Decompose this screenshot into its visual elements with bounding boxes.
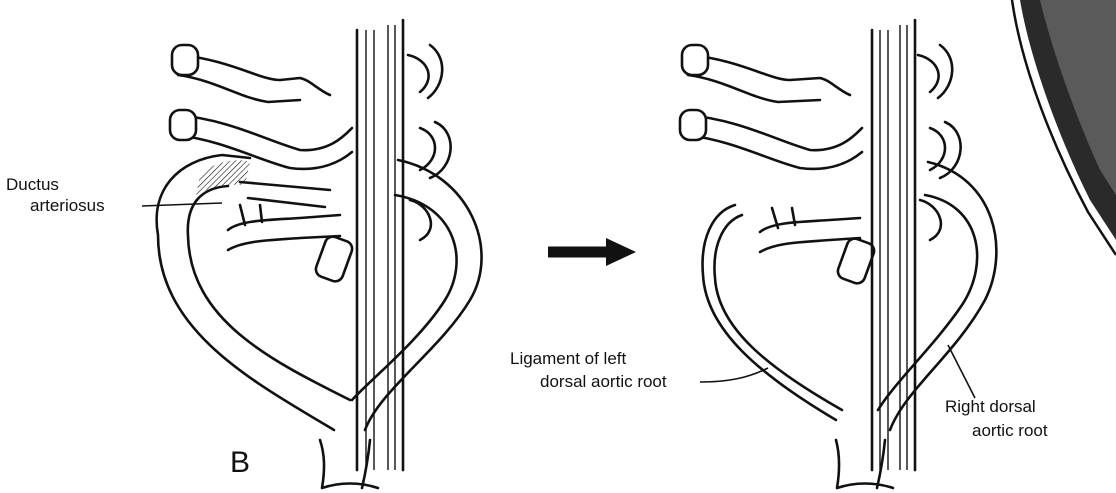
arrowhead: [606, 238, 636, 266]
ductus-label-line1: Ductus: [6, 175, 59, 194]
mid-arch-stub-b: [680, 110, 706, 140]
ligament-label: Ligament of left dorsal aortic root: [510, 349, 768, 391]
right-branches-b: [918, 45, 961, 240]
upper-arch-artery-b: [688, 55, 850, 102]
mid-arch-artery: [176, 115, 352, 169]
central-tube-b: [872, 20, 915, 470]
ductus-channel: [240, 182, 330, 207]
ductus-label: Ductus arteriosus: [6, 175, 222, 215]
ductus-leader-line: [142, 203, 222, 206]
pulmonary-branch-b: [760, 208, 860, 252]
ductus-hatch: [196, 160, 250, 196]
mid-arch-artery-b: [686, 115, 862, 169]
truncus-stub-b: [836, 236, 877, 285]
right-root-label: Right dorsal aortic root: [945, 345, 1048, 440]
panel-letter-b: B: [230, 446, 250, 479]
panel-left: [157, 20, 482, 488]
ligament-label-line1: Ligament of left: [510, 349, 627, 368]
transition-arrow: [548, 238, 636, 266]
right-branches: [408, 45, 451, 240]
right-root-label-line1: Right dorsal: [945, 397, 1036, 416]
upper-arch-stub-b: [682, 45, 708, 75]
upper-arch-artery: [178, 55, 330, 102]
bottom-trunk: [320, 440, 378, 488]
right-root-leader-line: [948, 345, 975, 398]
upper-arch-stub: [172, 45, 198, 75]
pulmonary-branch: [228, 205, 340, 250]
right-dorsal-aortic-root: [352, 160, 482, 430]
ductus-label-line2: arteriosus: [30, 196, 105, 215]
ligament-label-line2: dorsal aortic root: [540, 372, 667, 391]
mid-arch-stub: [170, 110, 196, 140]
bottom-trunk-b: [836, 440, 893, 488]
left-root-ligament: [703, 205, 842, 420]
adjacent-figure-fragment: [1012, 0, 1116, 255]
right-dorsal-aortic-root-b: [878, 162, 996, 430]
panel-right: [680, 20, 996, 488]
ligament-leader-line: [700, 368, 768, 382]
left-dorsal-aortic-root: [157, 155, 350, 430]
truncus-stub: [314, 234, 355, 283]
right-root-label-line2: aortic root: [972, 421, 1048, 440]
